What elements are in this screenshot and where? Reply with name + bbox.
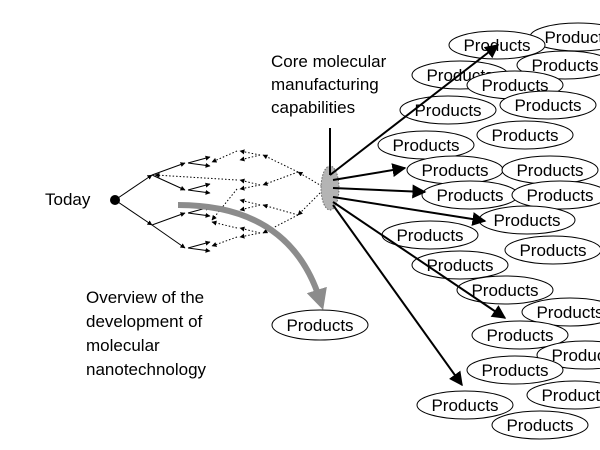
product-label: Products [421, 161, 488, 180]
product-ellipse [456, 275, 554, 305]
svg-text:nanotechnology: nanotechnology [86, 360, 207, 379]
lone-product-label: Products [286, 316, 353, 335]
product-node: Products [521, 297, 600, 327]
overview-caption: Overview of the development of molecular… [86, 288, 207, 379]
product-ellipse [516, 50, 600, 80]
product-ellipse [521, 297, 600, 327]
svg-text:molecular: molecular [86, 336, 160, 355]
product-node: Products [416, 390, 514, 420]
product-label: Products [392, 136, 459, 155]
product-node: Products [529, 22, 600, 52]
product-node: Products [476, 120, 574, 150]
product-label: Products [471, 281, 538, 300]
product-node: Products [377, 130, 475, 160]
product-label: Products [536, 303, 600, 322]
product-label: Products [481, 76, 548, 95]
product-label: Products [516, 161, 583, 180]
product-label: Products [519, 241, 586, 260]
product-node: Products [421, 180, 519, 210]
product-label: Products [541, 386, 600, 405]
product-node: Products [516, 50, 600, 80]
product-node: Products [466, 355, 564, 385]
product-node: Products [504, 235, 600, 265]
product-node: Products [526, 380, 600, 410]
product-node: Products [471, 320, 569, 350]
lone-product: Products [271, 309, 369, 341]
product-label: Products [414, 101, 481, 120]
product-ellipse [526, 380, 600, 410]
product-label: Products [551, 346, 600, 365]
product-label: Products [486, 326, 553, 345]
product-label: Products [526, 186, 593, 205]
development-tree [110, 149, 326, 253]
svg-text:development of: development of [86, 312, 203, 331]
product-node: Products [511, 180, 600, 210]
product-node: Products [381, 220, 479, 250]
curved-overview-arrow [177, 202, 327, 311]
product-label: Products [481, 361, 548, 380]
product-node: Products [456, 275, 554, 305]
product-label: Products [506, 416, 573, 435]
product-label: Products [544, 28, 600, 47]
product-node: Products [491, 410, 589, 440]
product-label: Products [493, 211, 560, 230]
product-ellipse [504, 235, 600, 265]
product-ellipse [476, 120, 574, 150]
product-ellipse [499, 90, 597, 120]
product-label: Products [396, 226, 463, 245]
product-ellipse [511, 180, 600, 210]
product-ellipse [471, 320, 569, 350]
product-node: Products [478, 205, 576, 235]
product-node: Products [406, 155, 504, 185]
product-ellipse [416, 390, 514, 420]
products-cluster: ProductsProductsProductsProductsProducts… [377, 22, 600, 440]
product-label: Products [426, 256, 493, 275]
core-label: Core molecular manufacturing capabilitie… [271, 52, 387, 117]
svg-text:capabilities: capabilities [271, 98, 355, 117]
product-ellipse [466, 355, 564, 385]
product-label: Products [514, 96, 581, 115]
svg-text:Overview of the: Overview of the [86, 288, 204, 307]
product-arrows [329, 44, 507, 387]
today-label: Today [45, 190, 91, 209]
product-node: Products [501, 155, 599, 185]
product-label: Products [531, 56, 598, 75]
svg-text:Core molecular: Core molecular [271, 52, 387, 71]
svg-text:manufacturing: manufacturing [271, 75, 379, 94]
product-label: Products [431, 396, 498, 415]
product-label: Products [436, 186, 503, 205]
product-label: Products [491, 126, 558, 145]
product-node: Products [499, 90, 597, 120]
product-ellipse [491, 410, 589, 440]
